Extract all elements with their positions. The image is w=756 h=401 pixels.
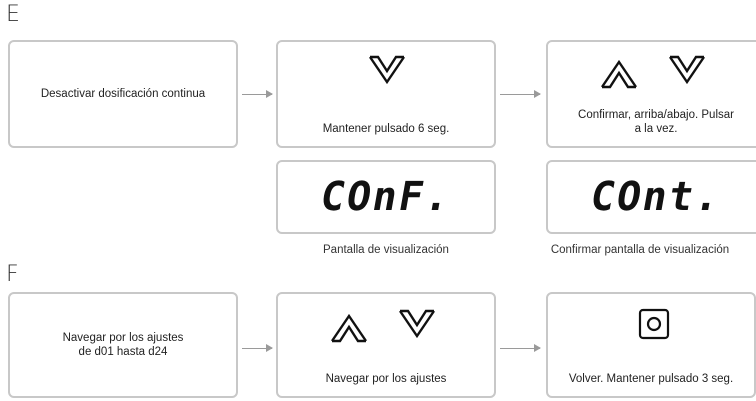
e-display-conf-box: COnF. — [276, 160, 496, 234]
e-step-confirm-line1: Confirmar, arriba/abajo. Pulsar — [578, 109, 734, 121]
e-step-confirm-text: Confirmar, arriba/abajo. Pulsar a la vez… — [548, 108, 756, 136]
e-step-confirm-line2: a la vez. — [634, 123, 678, 135]
section-f-label: F — [6, 262, 19, 287]
arrow-right-icon — [242, 344, 273, 352]
f-step-navigate-range-line1: Navegar por los ajustes — [62, 332, 184, 344]
f-step-back-text: Volver. Mantener pulsado 3 seg. — [568, 373, 734, 385]
e-display-cont-caption: Confirmar pantalla de visualización — [550, 244, 730, 256]
e-step-hold-text: Mantener pulsado 6 seg. — [322, 123, 450, 135]
chevron-down-icon — [399, 309, 435, 339]
f-step-back-box: Volver. Mantener pulsado 3 seg. — [546, 292, 756, 398]
e-step-deactivate-text: Desactivar dosificación continua — [40, 88, 206, 100]
e-step-deactivate-box: Desactivar dosificación continua — [8, 40, 238, 148]
f-step-navigate-range-box: Navegar por los ajustes de d01 hasta d24 — [8, 292, 238, 398]
f-step-navigate-range-line2: de d01 hasta d24 — [78, 346, 168, 358]
chevron-up-icon — [331, 313, 367, 343]
arrow-right-icon — [500, 90, 541, 98]
e-display-conf-caption: Pantalla de visualización — [323, 244, 449, 256]
e-display-cont-box: COnt. — [546, 160, 756, 234]
chevron-down-icon — [669, 55, 705, 85]
f-step-navigate-box: Navegar por los ajustes — [276, 292, 496, 398]
arrow-right-icon — [242, 90, 273, 98]
e-display-conf-text: COnF. — [316, 174, 456, 220]
e-display-cont-text: COnt. — [586, 174, 726, 220]
f-step-navigate-text: Navegar por los ajustes — [325, 373, 447, 385]
e-step-hold-box: Mantener pulsado 6 seg. — [276, 40, 496, 148]
chevron-down-icon — [369, 55, 405, 85]
chevron-up-icon — [601, 59, 637, 89]
e-step-confirm-box: Confirmar, arriba/abajo. Pulsar a la vez… — [546, 40, 756, 148]
arrow-right-icon — [500, 344, 541, 352]
round-button-icon — [638, 308, 670, 340]
f-step-navigate-range-text: Navegar por los ajustes de d01 hasta d24 — [10, 331, 236, 359]
section-e-label: E — [6, 2, 20, 27]
